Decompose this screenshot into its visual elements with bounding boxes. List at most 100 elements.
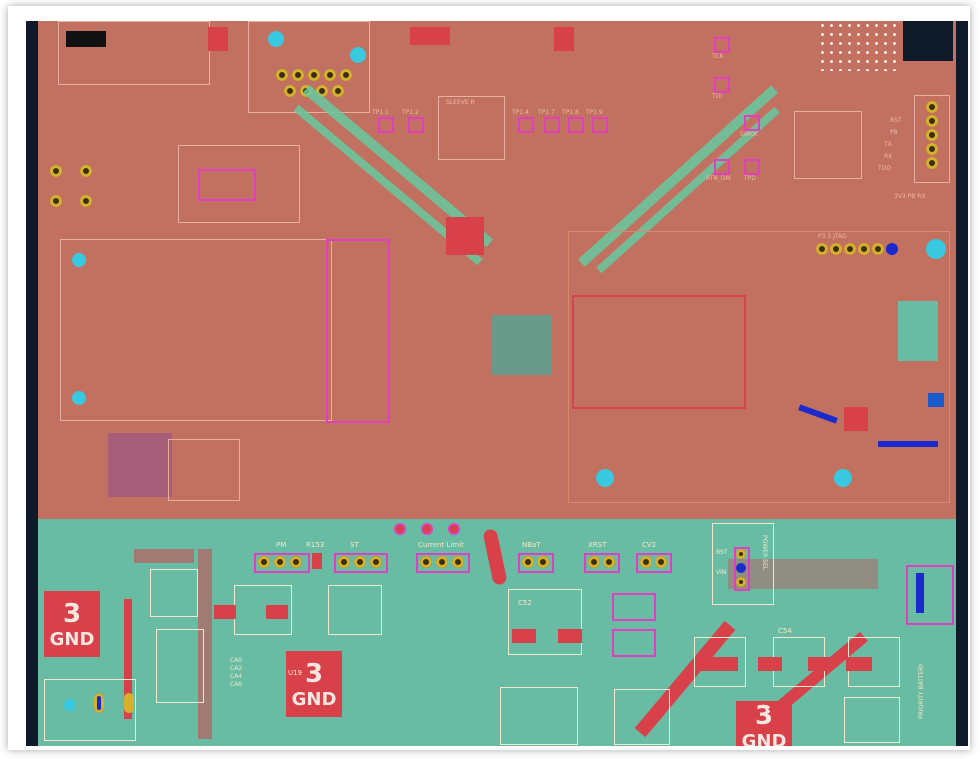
test-point — [408, 117, 424, 133]
component-outline — [614, 689, 670, 745]
pad — [558, 629, 582, 643]
header-pin — [926, 129, 938, 141]
label-st: ST — [350, 541, 359, 549]
component-outline — [178, 145, 300, 223]
label-rtn-dm: RTN_DM — [706, 175, 731, 182]
copper-island — [898, 301, 938, 361]
pcb-layout-view[interactable]: TP1.1 TP1.2 SLEEVE R TP1.4 TP1.7 TP1.8 T… — [26, 21, 968, 746]
label-c52: C52 — [518, 599, 532, 607]
label-tpd: TPD — [744, 175, 756, 182]
label-ca6: CA6 — [230, 681, 243, 688]
power-trace — [124, 599, 132, 719]
header-pin — [858, 243, 870, 255]
jumper-nbat[interactable] — [518, 553, 554, 573]
qfn-ic — [446, 217, 484, 255]
module-outline — [60, 239, 332, 421]
ram-outline — [572, 295, 746, 409]
pad — [844, 407, 868, 431]
header-pin-square — [886, 243, 898, 255]
label-r153: R153 — [306, 541, 325, 549]
pad — [554, 27, 574, 51]
label-pb: PB — [890, 129, 898, 136]
jumper-xrst[interactable] — [584, 553, 620, 573]
bottom-layer-trace — [878, 441, 938, 447]
gnd-pad-2: 3 GND — [286, 651, 342, 717]
jumper-power-select[interactable] — [734, 547, 750, 591]
label-priority: PRIORITY BATTERY — [918, 663, 925, 719]
bga-footprint — [818, 21, 898, 71]
jumper-st[interactable] — [334, 553, 388, 573]
jumper-outline — [612, 629, 656, 657]
mount-hole — [596, 469, 614, 487]
component-black — [66, 31, 106, 47]
label-nbat: NBaT — [522, 541, 541, 549]
via — [292, 69, 304, 81]
label-current-limit: Current Limit — [418, 541, 464, 549]
screenshot-frame: TP1.1 TP1.2 SLEEVE R TP1.4 TP1.7 TP1.8 T… — [8, 6, 970, 750]
component-outline — [844, 697, 900, 743]
mount-hole — [64, 699, 76, 711]
bottom-layer-trace — [916, 573, 924, 613]
label-ca2: CA2 — [230, 665, 243, 672]
mount-hole — [72, 391, 86, 405]
test-point — [744, 159, 760, 175]
component-outline — [694, 637, 746, 687]
test-point — [744, 115, 760, 131]
jumper-pm[interactable] — [254, 553, 310, 573]
test-via — [421, 523, 433, 535]
header-pin — [926, 143, 938, 155]
power-trace — [728, 559, 878, 589]
label-ca4: CA4 — [230, 673, 243, 680]
label-tp2: TP1.2 — [402, 109, 419, 116]
pad — [808, 657, 832, 671]
component-outline — [150, 569, 198, 617]
label-swck: SWCK — [740, 131, 758, 138]
rj-connector-outline — [248, 21, 370, 113]
gnd-pad-number: 3 — [754, 700, 774, 731]
label-tdi: TDI — [712, 93, 723, 100]
power-trace — [198, 549, 212, 739]
pad — [410, 27, 450, 45]
label-xrst: XRST — [588, 541, 607, 549]
jumper-current-limit[interactable] — [416, 553, 470, 573]
header-pin — [926, 101, 938, 113]
label-tp3: TP1.4 — [512, 109, 529, 116]
label-c54: C54 — [778, 627, 792, 635]
mount-hole — [268, 31, 284, 47]
test-via — [394, 523, 406, 535]
via — [276, 69, 288, 81]
jumper-cv2[interactable] — [636, 553, 672, 573]
blue-component — [928, 393, 944, 407]
test-point — [714, 159, 730, 175]
bottom-copper-pour: 3 GND 3 GND 3 GND U19 C52 C54 — [38, 519, 956, 746]
mount-hole — [350, 47, 366, 63]
test-point — [714, 77, 730, 93]
pad — [512, 629, 536, 643]
ic-outline — [794, 111, 862, 179]
label-ca0: CA0 — [230, 657, 243, 664]
capacitor-c52-outline — [508, 589, 582, 655]
header-pin — [872, 243, 884, 255]
gnd-pad-number: 3 — [304, 658, 324, 689]
top-copper-pour: TP1.1 TP1.2 SLEEVE R TP1.4 TP1.7 TP1.8 T… — [38, 21, 956, 519]
label-tp1: TP1.1 — [372, 109, 389, 116]
test-point — [568, 117, 584, 133]
label-tck: TCK — [712, 53, 724, 60]
label-rx: RX — [884, 153, 893, 160]
pad — [208, 27, 228, 51]
via — [324, 69, 336, 81]
header-pin — [926, 115, 938, 127]
pad — [266, 605, 288, 619]
label-tp5: TP1.8 — [562, 109, 579, 116]
component-outline — [156, 629, 204, 703]
gnd-pad-label: GND — [49, 628, 95, 650]
label-rst: RST — [890, 117, 902, 124]
pad — [758, 657, 782, 671]
test-point — [714, 37, 730, 53]
test-point — [544, 117, 560, 133]
test-point — [592, 117, 608, 133]
component-outline — [500, 687, 578, 745]
header-outline — [914, 95, 950, 183]
connector-outline — [44, 679, 136, 741]
view-edge — [956, 21, 968, 746]
